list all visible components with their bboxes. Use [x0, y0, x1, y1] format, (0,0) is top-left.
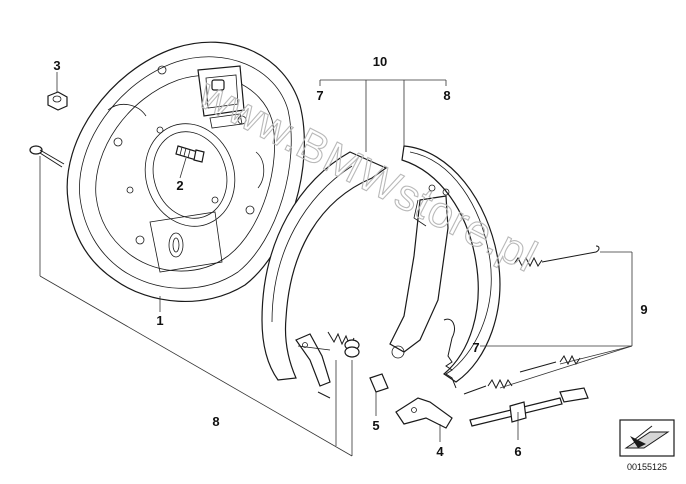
brake-cable-spring: [443, 318, 457, 389]
callout-9: 9: [640, 302, 647, 317]
callout-8-top: 8: [443, 88, 450, 103]
return-spring-upper: [513, 245, 600, 268]
nut: [47, 91, 68, 111]
callout-1: 1: [156, 313, 163, 328]
orientation-badge: [619, 419, 675, 457]
callout-4: 4: [436, 444, 444, 459]
callout-10: 10: [373, 54, 387, 69]
parking-lever: [395, 397, 453, 429]
leader-lines: [39, 72, 633, 457]
pin: [369, 373, 389, 393]
callout-6: 6: [514, 444, 521, 459]
backing-plate: [66, 41, 305, 303]
callout-7-mid: 7: [472, 340, 479, 355]
hold-down-spring: [327, 331, 360, 358]
brake-shoe-rear: [389, 145, 501, 383]
callout-3: 3: [53, 58, 60, 73]
adjuster-rod: [469, 387, 589, 427]
stud-bolt: [175, 145, 205, 163]
return-spring-mid: [519, 354, 581, 373]
split-pin: [29, 145, 65, 168]
callout-7-top: 7: [316, 88, 323, 103]
callout-8-left: 8: [212, 414, 219, 429]
diagram-number: 00155125: [627, 462, 667, 472]
brake-shoe-front: [261, 151, 388, 399]
callout-2: 2: [176, 178, 183, 193]
return-spring-lower: [463, 378, 513, 395]
callout-5: 5: [372, 418, 379, 433]
